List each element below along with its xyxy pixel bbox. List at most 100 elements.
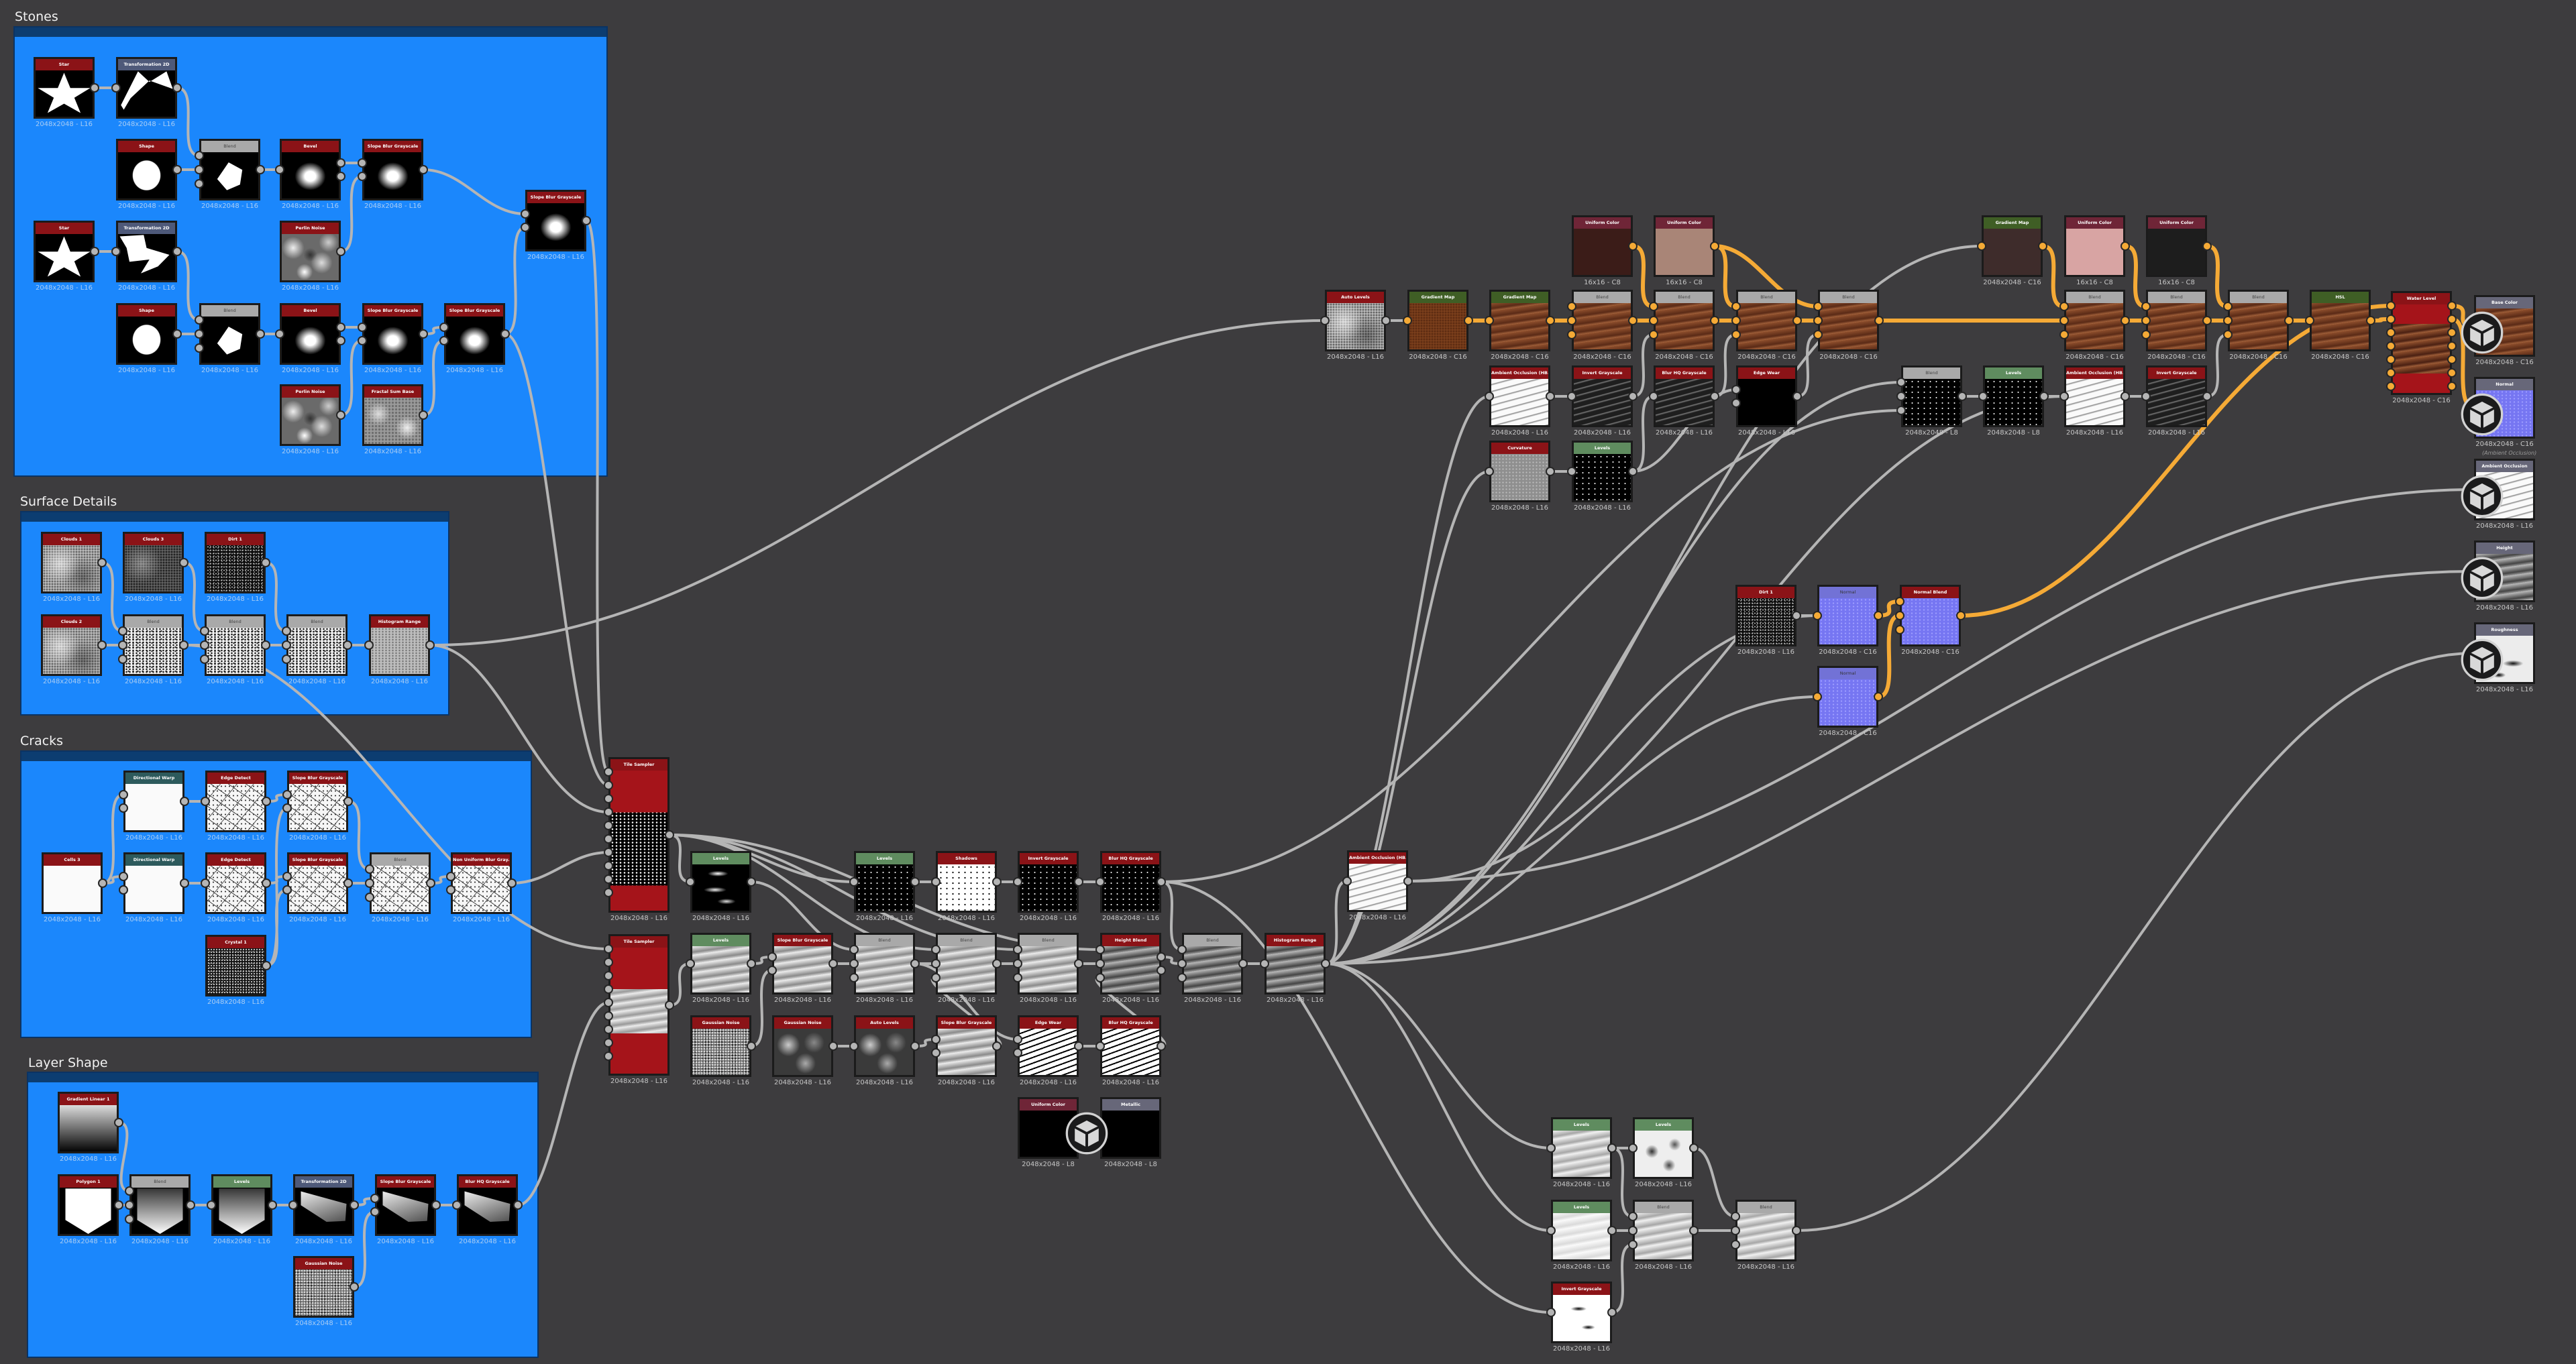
input-port[interactable] [604,1052,613,1061]
input-port[interactable] [446,885,455,895]
input-port[interactable] [1628,1240,1638,1249]
input-port[interactable] [1896,392,1906,401]
input-port[interactable] [1342,876,1352,886]
output-port[interactable] [180,878,189,888]
input-port[interactable] [1813,330,1823,339]
output-port[interactable] [336,247,345,256]
input-port[interactable] [1895,611,1904,620]
input-port[interactable] [1628,1143,1638,1153]
input-port[interactable] [282,885,292,895]
connection-wire[interactable] [1960,304,2392,618]
output-port[interactable] [419,329,428,339]
output-port[interactable] [2447,355,2457,364]
input-port[interactable] [1649,330,1658,339]
output-port[interactable] [343,797,353,806]
input-port[interactable] [1546,1143,1556,1153]
input-port[interactable] [931,1035,941,1044]
input-port[interactable] [201,797,210,806]
input-port[interactable] [1013,1035,1022,1044]
input-port[interactable] [1013,877,1022,887]
output-port[interactable] [350,1200,359,1210]
input-port[interactable] [2223,316,2233,325]
output-port[interactable] [1792,392,1802,401]
output-port[interactable] [1381,316,1391,325]
input-port[interactable] [2059,316,2069,325]
output-port[interactable] [90,83,99,93]
output-port[interactable] [98,878,107,888]
input-port[interactable] [2386,315,2396,324]
input-port[interactable] [604,1025,613,1034]
input-port[interactable] [125,1214,134,1224]
output-port[interactable] [419,165,428,174]
input-port[interactable] [1013,973,1022,982]
output-port[interactable] [97,558,107,567]
output-port[interactable] [2447,368,2457,378]
output-port[interactable] [419,410,428,420]
output-port[interactable] [1689,1226,1699,1235]
input-port[interactable] [2305,316,2314,325]
output-port[interactable] [172,329,182,339]
input-port[interactable] [1567,316,1576,325]
input-port[interactable] [849,959,859,968]
output-port[interactable] [500,329,510,339]
input-port[interactable] [2141,392,2151,401]
input-port[interactable] [2386,301,2396,310]
input-port[interactable] [1567,467,1576,476]
input-port[interactable] [119,885,128,895]
output-port[interactable] [2121,241,2130,251]
input-port[interactable] [195,315,204,325]
input-port[interactable] [1731,302,1741,311]
connection-wire[interactable] [1325,962,1552,1232]
input-port[interactable] [604,861,613,870]
input-port[interactable] [1177,973,1187,982]
output-port[interactable] [2447,301,2457,310]
input-port[interactable] [207,1200,216,1210]
input-port[interactable] [282,790,292,799]
output-port[interactable] [262,961,271,970]
input-port[interactable] [604,971,613,980]
input-port[interactable] [275,165,284,174]
input-port[interactable] [1731,398,1741,408]
input-port[interactable] [439,323,449,332]
input-port[interactable] [931,973,941,982]
input-port[interactable] [195,179,204,188]
input-port[interactable] [849,1041,859,1051]
input-port[interactable] [604,998,613,1007]
input-port[interactable] [2059,330,2069,339]
input-port[interactable] [365,878,374,888]
input-port[interactable] [1896,406,1906,415]
input-port[interactable] [1177,945,1187,954]
input-port[interactable] [686,877,695,887]
input-port[interactable] [111,247,121,256]
connection-wire[interactable] [1325,962,1552,1149]
output-port[interactable] [1628,467,1638,476]
output-port[interactable] [172,165,182,174]
